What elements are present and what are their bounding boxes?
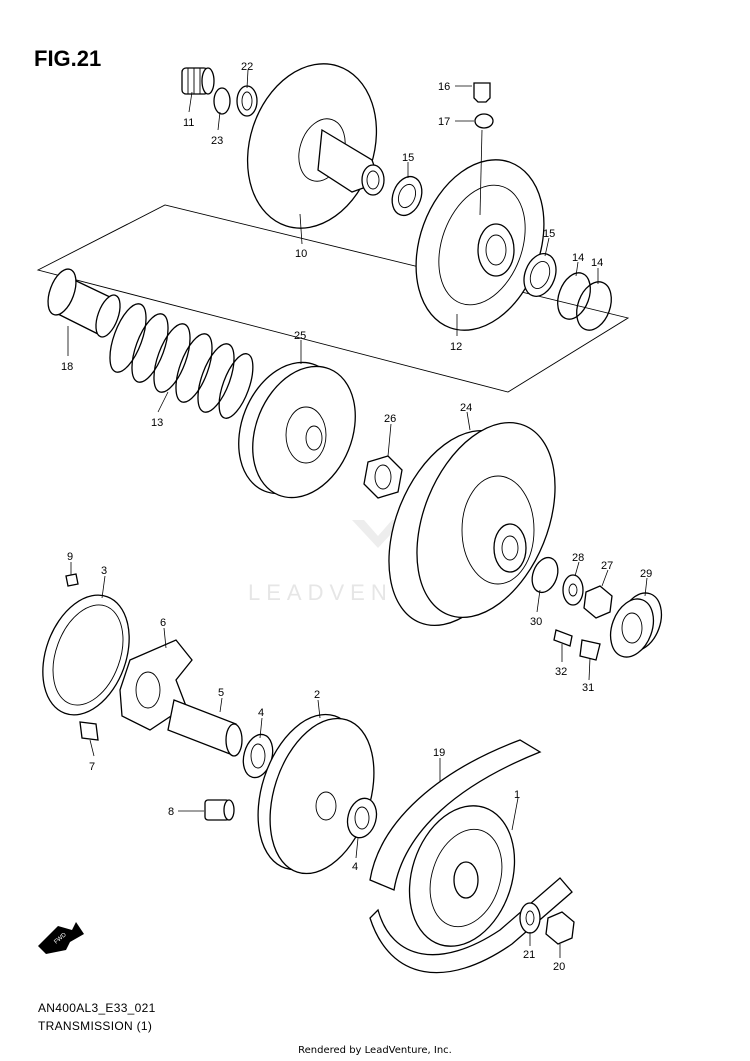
callout-26: 26 (384, 413, 396, 425)
callout-30: 30 (530, 616, 542, 628)
nut-part-20 (545, 911, 575, 945)
callout-19: 19 (433, 747, 445, 759)
callout-10: 10 (295, 248, 307, 260)
callout-13: 13 (151, 417, 163, 429)
callout-6: 6 (160, 617, 166, 629)
nut-part-26 (363, 455, 403, 499)
seal-part-22 (236, 85, 258, 117)
clutch-housing-part-24 (388, 421, 556, 627)
sleeve-part-18 (47, 268, 121, 338)
drive-face-part-10 (246, 63, 385, 229)
washer-part-21 (519, 902, 541, 934)
callout-17: 17 (438, 116, 450, 128)
callout-29: 29 (640, 568, 652, 580)
seal-part-15 (391, 175, 423, 217)
callout-7: 7 (89, 761, 95, 773)
o-ring-part-14 (557, 272, 591, 320)
cover-plate-part-3 (42, 594, 130, 716)
callout-28: 28 (572, 552, 584, 564)
forward-arrow-icon: FWD (38, 922, 84, 954)
callout-2: 2 (314, 689, 320, 701)
callout-15: 15 (402, 152, 414, 164)
callout-22: 22 (241, 61, 253, 73)
callout-4: 4 (258, 707, 264, 719)
o-ring-part-14b (576, 281, 612, 331)
figure-title: FIG.21 (34, 46, 102, 71)
callout-16: 16 (438, 81, 450, 93)
callout-18: 18 (61, 361, 73, 373)
leader-lines (67, 69, 648, 958)
clip-part-7 (79, 721, 99, 741)
callout-27: 27 (601, 560, 613, 572)
callout-4b: 4 (352, 861, 358, 873)
render-credit: Rendered by LeadVenture, Inc. (298, 1045, 452, 1056)
pin-part-16 (473, 82, 491, 103)
callout-14b: 14 (591, 257, 603, 269)
fan-rotor-part-1 (408, 805, 516, 947)
bearing-part-4b (346, 797, 378, 839)
callout-21: 21 (523, 949, 535, 961)
o-ring-part-30 (531, 556, 559, 594)
callout-31: 31 (582, 682, 594, 694)
washer-part-28 (562, 574, 584, 606)
callout-20: 20 (553, 961, 565, 973)
spring-part-13 (109, 303, 254, 419)
callout-15b: 15 (543, 228, 555, 240)
lock-plate-part-31 (579, 639, 601, 661)
callout-14: 14 (572, 252, 584, 264)
seal-part-23 (213, 87, 231, 115)
assembly-frame (36, 204, 630, 393)
callout-numbers: 11 23 22 10 15 16 17 12 15 14 14 18 13 2… (61, 61, 652, 973)
callout-24: 24 (460, 402, 472, 414)
callout-23: 23 (211, 135, 223, 147)
callout-11: 11 (183, 117, 194, 129)
needle-bearing-part-11 (181, 67, 215, 95)
callout-1: 1 (514, 789, 520, 801)
callout-9: 9 (67, 551, 73, 563)
movable-face-part-2 (257, 713, 375, 875)
figure-code: AN400AL3_E33_021 (38, 1001, 156, 1015)
nut-part-27 (583, 585, 613, 619)
screw-part-9 (65, 573, 79, 587)
callout-32: 32 (555, 666, 567, 678)
guide-part-17 (474, 113, 494, 129)
callout-8: 8 (168, 806, 174, 818)
callout-3: 3 (101, 565, 107, 577)
bolt-part-32 (553, 629, 573, 647)
callout-12: 12 (450, 341, 462, 353)
sleeve-part-5 (167, 699, 243, 757)
callout-5: 5 (218, 687, 224, 699)
clutch-shoe-part-25 (238, 361, 356, 499)
bearing-part-29 (609, 592, 663, 658)
figure-name: TRANSMISSION (1) (38, 1019, 153, 1033)
clutch-plate-part-12 (415, 159, 545, 331)
collar-part-8 (204, 799, 235, 821)
callout-25: 25 (294, 330, 306, 342)
